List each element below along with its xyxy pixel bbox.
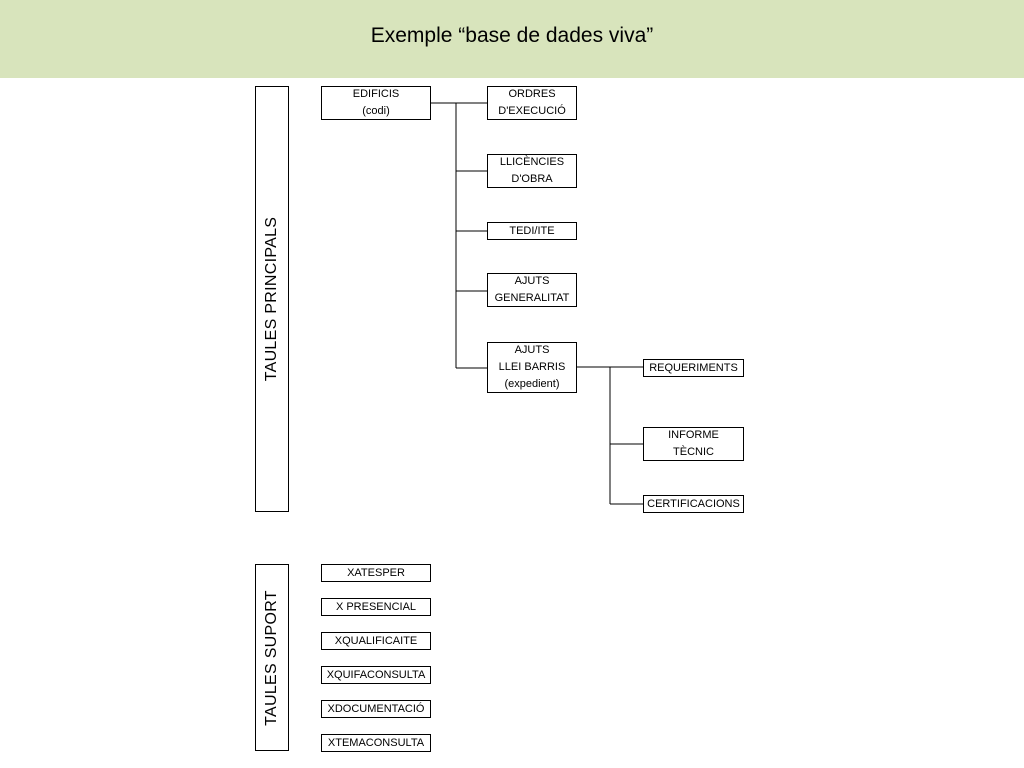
node-certificacions: CERTIFICACIONS (643, 495, 744, 513)
node-ordres-execucio: ORDRES D'EXECUCIÓ (487, 86, 577, 120)
support-table-xqualificaite: XQUALIFICAITE (321, 632, 431, 650)
group-label-suport: TAULES SUPORT (255, 564, 289, 751)
support-table-xquifaconsulta: XQUIFACONSULTA (321, 666, 431, 684)
node-informe-tecnic: INFORME TÈCNIC (643, 427, 744, 461)
node-ajuts-llei-barris: AJUTS LLEI BARRIS (expedient) (487, 342, 577, 393)
node-ajuts-generalitat: AJUTS GENERALITAT (487, 273, 577, 307)
node-requeriments: REQUERIMENTS (643, 359, 744, 377)
support-table-x-presencial: X PRESENCIAL (321, 598, 431, 616)
support-table-xtemaconsulta: XTEMACONSULTA (321, 734, 431, 752)
header-banner: Exemple “base de dades viva” (0, 0, 1024, 78)
support-table-xdocumentacio: XDOCUMENTACIÓ (321, 700, 431, 718)
node-edificis: EDIFICIS (codi) (321, 86, 431, 120)
page-title: Exemple “base de dades viva” (370, 24, 654, 47)
support-table-xatesper: XATESPER (321, 564, 431, 582)
node-tedi-ite: TEDI/ITE (487, 222, 577, 240)
node-llicencies-obra: LLICÈNCIES D'OBRA (487, 154, 577, 188)
group-label-principals: TAULES PRINCIPALS (255, 86, 289, 512)
